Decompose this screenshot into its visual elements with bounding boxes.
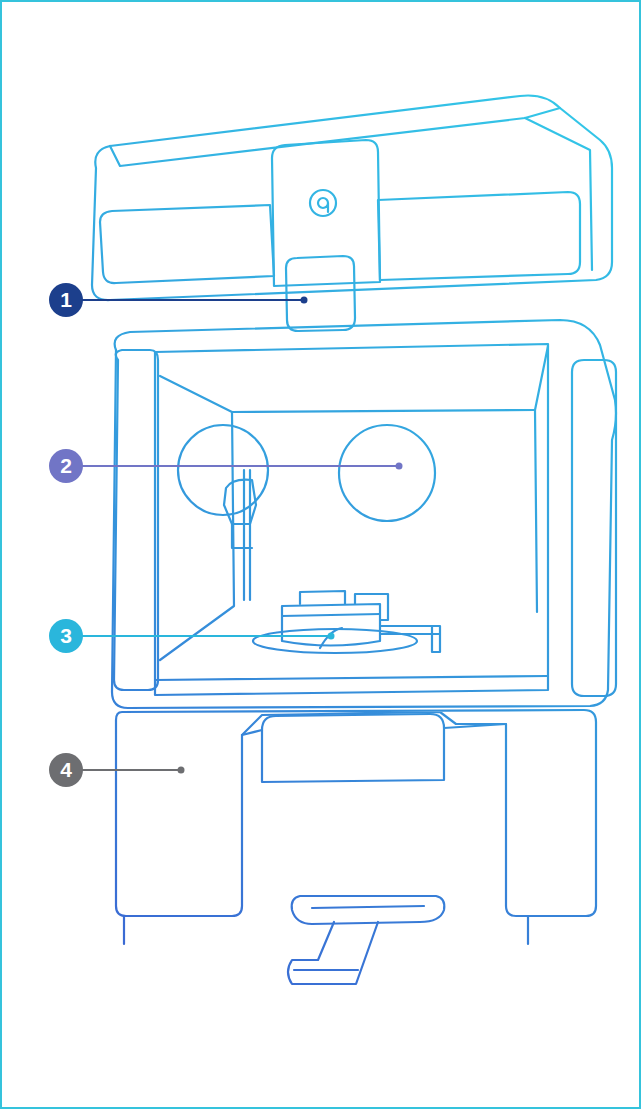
badge-block xyxy=(272,140,380,286)
equipment-curve xyxy=(320,628,342,648)
leader-line xyxy=(80,299,303,301)
leader-line xyxy=(80,465,398,467)
isolator-drawing xyxy=(92,96,616,985)
right-handle xyxy=(572,360,616,696)
hood-right-panel xyxy=(378,192,580,280)
foot-pedal xyxy=(288,922,378,984)
pedal-bar-inner xyxy=(312,906,424,908)
support-arm xyxy=(244,470,250,600)
leader-line xyxy=(80,769,180,771)
pedal-bar xyxy=(292,896,445,924)
leader-dot xyxy=(328,633,335,640)
pedal-line xyxy=(294,969,358,971)
hood-outline xyxy=(92,96,612,301)
callout-number: 4 xyxy=(49,753,83,787)
equipment-detail xyxy=(282,591,388,620)
hood-left-panel xyxy=(100,205,274,283)
inner-wall-top xyxy=(160,346,548,412)
left-pillar xyxy=(114,350,158,690)
display-screen xyxy=(286,256,355,331)
callout-number: 3 xyxy=(49,619,83,653)
window-opening xyxy=(155,344,548,695)
gripper-head xyxy=(224,480,256,524)
logo-ring xyxy=(310,190,336,216)
equipment-body xyxy=(282,604,380,646)
work-floor xyxy=(155,676,548,680)
leader-lines xyxy=(80,297,403,774)
callout-number: 1 xyxy=(49,283,83,317)
leader-line xyxy=(80,635,330,637)
equipment-rail xyxy=(380,626,440,652)
leader-dot xyxy=(396,463,403,470)
base-cabinet xyxy=(116,710,596,916)
leader-dot xyxy=(178,767,185,774)
leader-dot xyxy=(301,297,308,304)
cabinet-frame xyxy=(112,320,616,708)
stage-plate xyxy=(253,629,417,653)
gripper-stem xyxy=(232,524,252,548)
inner-wall-right xyxy=(535,410,537,612)
callout-number: 2 xyxy=(49,449,83,483)
hood-top-edge xyxy=(110,108,560,166)
base-front-panel xyxy=(262,714,444,782)
logo-mark xyxy=(318,198,328,212)
inner-wall-left xyxy=(160,412,234,660)
base-edge xyxy=(242,724,506,735)
glove-port xyxy=(339,425,435,521)
